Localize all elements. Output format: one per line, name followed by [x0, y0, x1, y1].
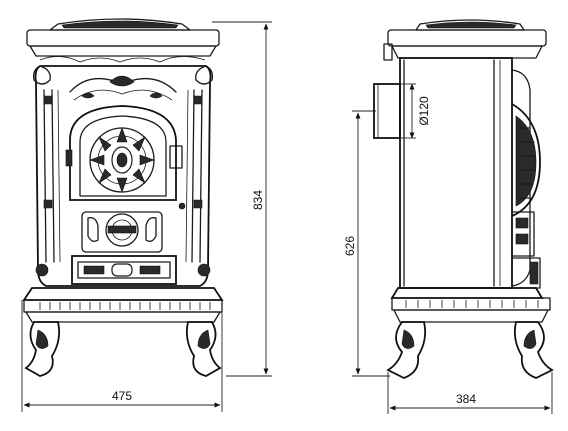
front-view: 834 475: [21, 18, 272, 412]
side-body: [399, 57, 531, 289]
side-base-plinth: [390, 287, 551, 323]
front-height-label: 834: [251, 190, 265, 210]
side-depth-label: 384: [456, 392, 476, 406]
front-fire-door: [65, 105, 186, 210]
side-flue-pipe: Ø120: [373, 83, 431, 139]
side-view: Ø120: [343, 19, 554, 414]
side-flue-height-label: 626: [343, 236, 357, 256]
front-body: [32, 65, 214, 287]
side-depth-dimension: 384: [387, 372, 553, 414]
front-base-plinth: [22, 287, 224, 323]
front-top-lid: [26, 18, 220, 63]
door-rosette-spokes: [89, 127, 155, 193]
side-door-profile: [511, 103, 541, 289]
front-ash-door: [81, 211, 163, 253]
front-crest-ornament: [69, 75, 177, 101]
side-flue-height-dimension: 626: [343, 110, 390, 377]
front-legs: [24, 321, 222, 377]
side-top-lid: [383, 19, 547, 61]
side-flue-diameter-label: Ø120: [417, 96, 431, 126]
front-width-dimension: 475: [21, 300, 223, 412]
front-height-dimension: 834: [212, 21, 272, 377]
front-width-label: 475: [112, 389, 132, 403]
front-ash-drawer: [71, 255, 177, 285]
side-legs: [386, 321, 554, 379]
